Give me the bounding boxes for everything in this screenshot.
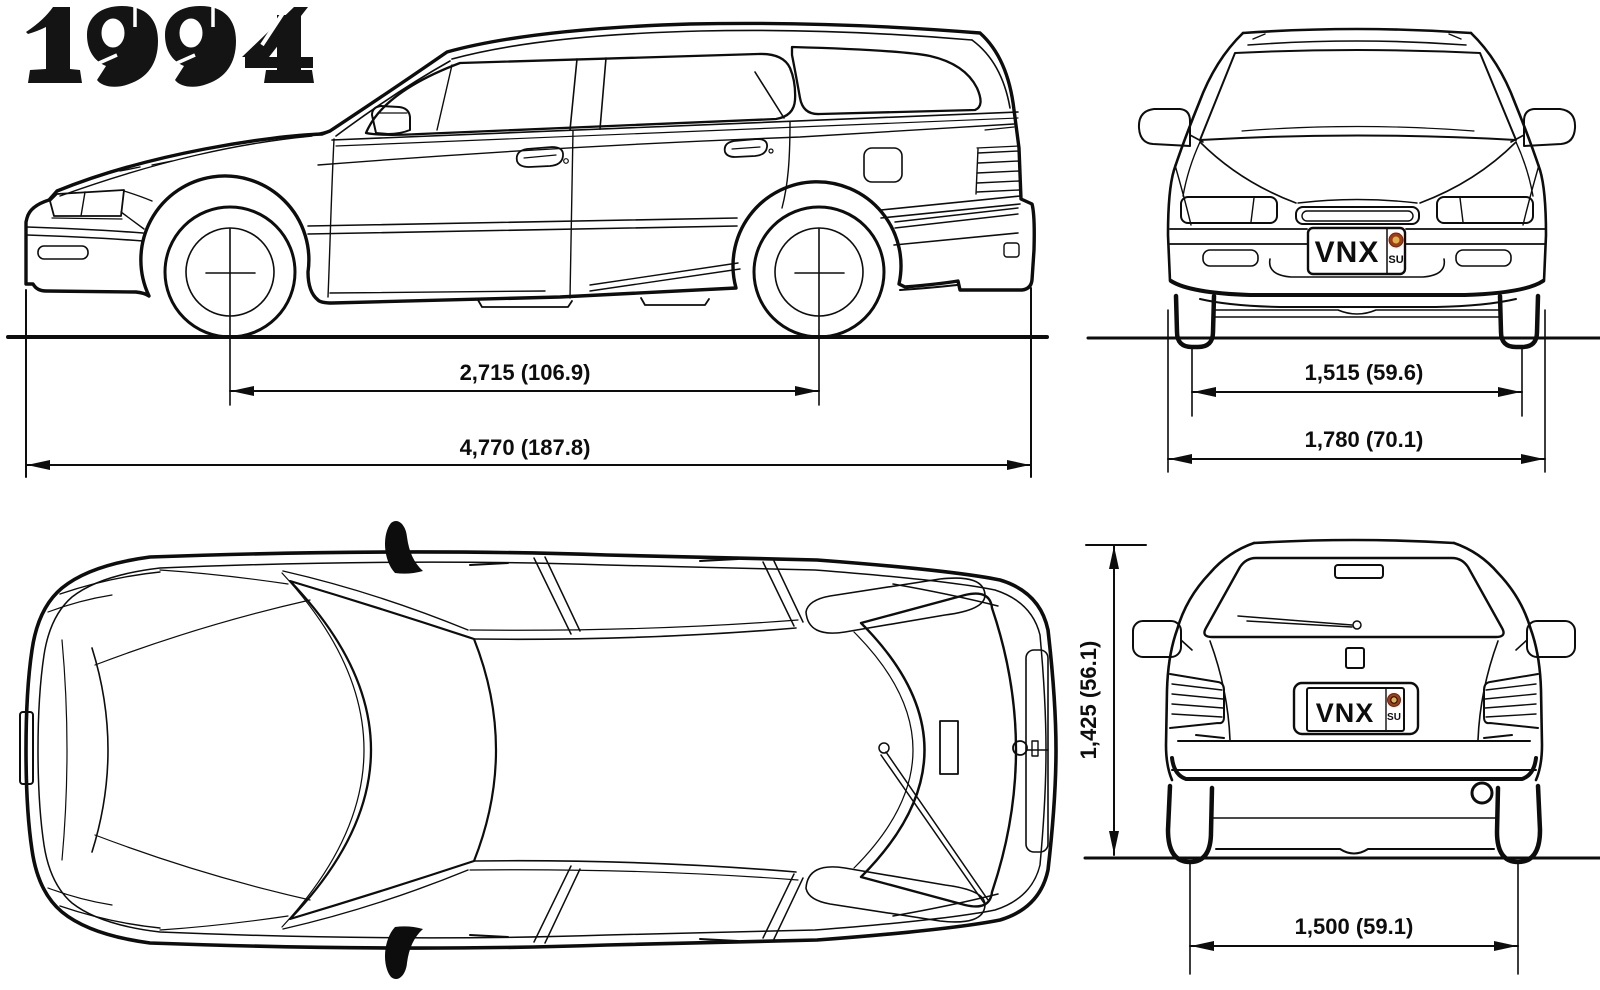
svg-text:1,425 (56.1): 1,425 (56.1) xyxy=(1076,641,1101,760)
svg-text:SU: SU xyxy=(1387,712,1401,723)
svg-text:1,500 (59.1): 1,500 (59.1) xyxy=(1295,914,1414,939)
svg-text:SU: SU xyxy=(1388,254,1403,266)
svg-text:2,715 (106.9): 2,715 (106.9) xyxy=(460,360,591,385)
svg-text:1,515 (59.6): 1,515 (59.6) xyxy=(1305,360,1424,385)
svg-text:VNX: VNX xyxy=(1316,698,1375,728)
svg-text:1,780 (70.1): 1,780 (70.1) xyxy=(1305,427,1424,452)
svg-text:4,770 (187.8): 4,770 (187.8) xyxy=(460,435,591,460)
svg-text:VNX: VNX xyxy=(1315,236,1380,269)
